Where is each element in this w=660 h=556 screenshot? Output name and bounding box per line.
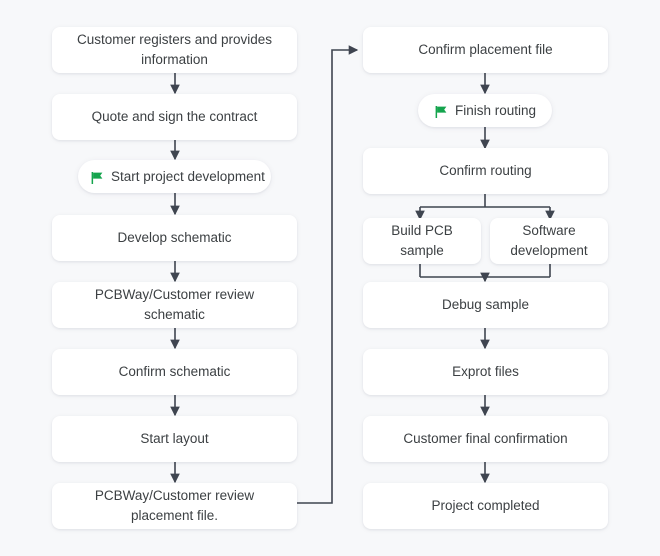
node-exprot-files[interactable]: Exprot files <box>363 349 608 395</box>
node-confirm-routing[interactable]: Confirm routing <box>363 148 608 194</box>
node-start-project-development[interactable]: Start project development <box>78 160 271 193</box>
node-review-placement-file[interactable]: PCBWay/Customer review placement file. <box>52 483 297 529</box>
node-debug-sample[interactable]: Debug sample <box>363 282 608 328</box>
node-label: Start project development <box>111 168 265 184</box>
green-flag-icon <box>90 171 104 185</box>
edge-review-placement-to-confirm-placement <box>297 45 359 504</box>
node-label: Confirm routing <box>439 163 532 179</box>
node-customer-final-confirmation[interactable]: Customer final confirmation <box>363 416 608 462</box>
node-confirm-schematic[interactable]: Confirm schematic <box>52 349 297 395</box>
node-label: PCBWay/Customer review schematic <box>94 287 255 322</box>
node-label: Confirm placement file <box>418 42 553 58</box>
node-customer-registers[interactable]: Customer registers and provides informat… <box>52 27 297 73</box>
green-flag-icon <box>434 105 448 119</box>
node-label: Debug sample <box>441 297 530 313</box>
node-label: Software development <box>510 223 588 258</box>
node-review-schematic[interactable]: PCBWay/Customer review schematic <box>52 282 297 328</box>
node-project-completed[interactable]: Project completed <box>363 483 608 529</box>
node-label: PCBWay/Customer review placement file. <box>94 488 255 523</box>
node-software-development[interactable]: Software development <box>490 218 608 264</box>
node-label: Project completed <box>431 498 540 514</box>
node-label: Confirm schematic <box>118 364 231 380</box>
node-label: Exprot files <box>452 364 519 380</box>
node-label: Customer registers and provides informat… <box>76 32 273 67</box>
node-build-pcb-sample[interactable]: Build PCB sample <box>363 218 481 264</box>
node-develop-schematic[interactable]: Develop schematic <box>52 215 297 261</box>
node-label: Build PCB sample <box>391 223 453 258</box>
node-label: Finish routing <box>454 102 537 118</box>
node-label: Start layout <box>140 431 209 447</box>
node-confirm-placement-file[interactable]: Confirm placement file <box>363 27 608 73</box>
node-finish-routing[interactable]: Finish routing <box>418 94 552 127</box>
node-quote-sign-contract[interactable]: Quote and sign the contract <box>52 94 297 140</box>
node-start-layout[interactable]: Start layout <box>52 416 297 462</box>
node-label: Quote and sign the contract <box>91 109 258 125</box>
node-label: Customer final confirmation <box>403 431 568 447</box>
node-label: Develop schematic <box>117 230 232 246</box>
